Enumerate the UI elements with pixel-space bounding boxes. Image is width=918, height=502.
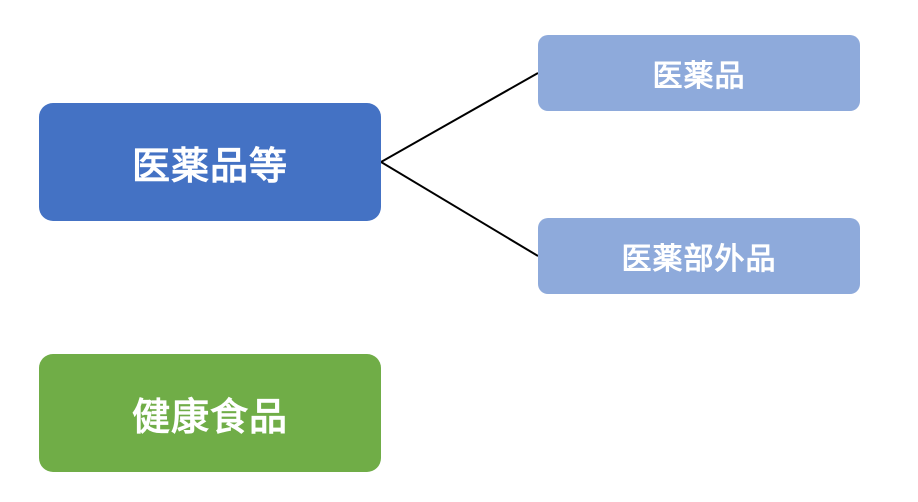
node-pharmaceuticals-etc: 医薬品等 [39, 103, 381, 221]
node-label: 医薬品等 [131, 143, 288, 188]
node-health-foods: 健康食品 [39, 354, 381, 472]
node-label: 医薬部外品 [621, 242, 777, 277]
connector-root-to-drug [380, 72, 539, 163]
node-label: 健康食品 [131, 394, 288, 439]
node-label: 医薬品 [652, 59, 746, 94]
connector-root-to-quasi-drug [380, 161, 539, 257]
node-quasi-drugs: 医薬部外品 [538, 218, 860, 294]
node-pharmaceuticals: 医薬品 [538, 35, 860, 111]
